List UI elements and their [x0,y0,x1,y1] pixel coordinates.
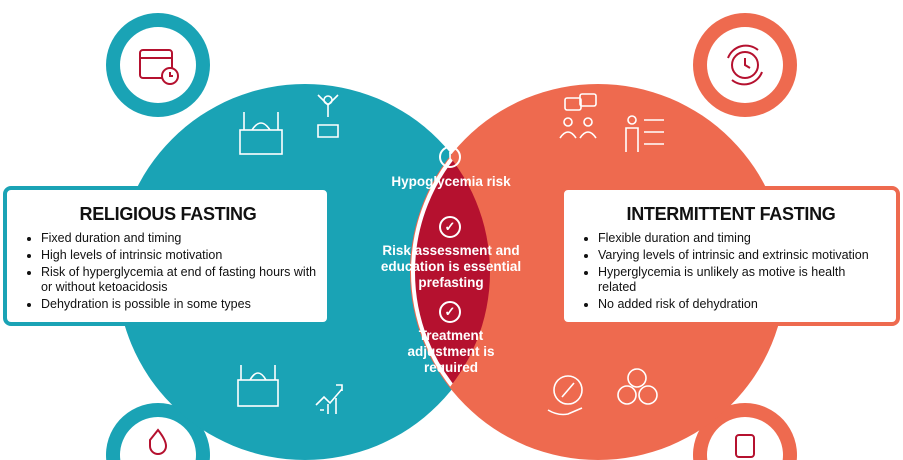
religious-item: High levels of intrinsic motivation [41,248,317,263]
check-icon: ✓ [439,301,461,323]
mosque-icon [239,112,283,155]
exclamation-icon: ! [439,146,461,168]
achievement-person-icon [317,94,339,138]
check-icon: ✓ [439,216,461,238]
calendar-icon [139,49,179,85]
blood-drop-icon [149,428,168,455]
mood-faces-icon [617,368,658,405]
synagogue-icon [237,365,279,407]
overlap-item: Risk assessment and education is essenti… [380,243,522,290]
growth-arrows-icon [315,384,343,414]
person-options-icon [625,115,664,152]
clock-cycle-icon [727,44,763,86]
religious-title: RELIGIOUS FASTING [79,204,257,224]
religious-item: Fixed duration and timing [41,231,317,246]
intermittent-item: No added risk of dehydration [598,297,886,312]
religious-item: Dehydration is possible in some types [41,297,317,312]
intermittent-item: Varying levels of intrinsic and extrinsi… [598,248,886,263]
intermittent-item: Hyperglycemia is unlikely as motive is h… [598,265,886,295]
religious-fasting-panel: RELIGIOUS FASTING Fixed duration and tim… [3,186,331,326]
intermittent-title: INTERMITTENT FASTING [626,204,836,224]
discussion-icon [559,93,597,139]
intermittent-item: Flexible duration and timing [598,231,886,246]
religious-item: Risk of hyperglycemia at end of fasting … [41,265,317,295]
bottle-icon [735,434,755,458]
overlap-lens [411,87,490,457]
overlap-item: Hypoglycemia risk [391,174,511,189]
percent-hand-icon [547,375,583,416]
overlap-item: Treatment adjustment is required [407,328,495,375]
intermittent-fasting-panel: INTERMITTENT FASTING Flexible duration a… [560,186,900,326]
